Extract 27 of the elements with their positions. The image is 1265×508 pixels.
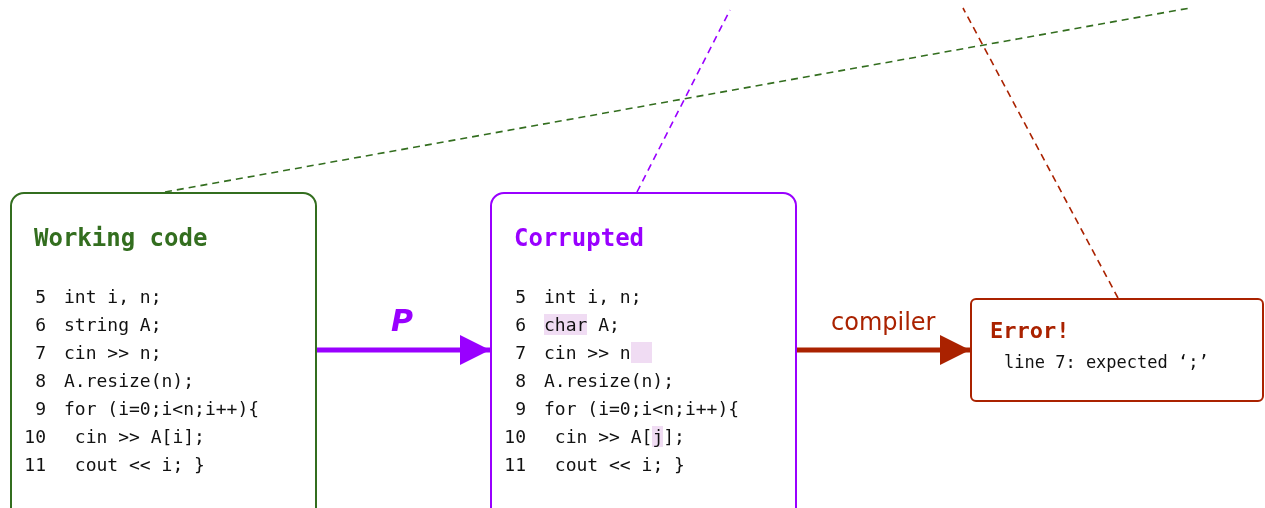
code-line: 10 cin >> A[j];: [503, 426, 685, 447]
code-line: line 7: expected ‘;’: [1004, 352, 1209, 372]
dashed-line: [164, 7, 1191, 193]
dashed-line: [636, 9, 731, 193]
arrow: [797, 335, 970, 365]
code-line: 6 string A;: [34, 314, 162, 335]
code-panel: [10, 192, 317, 508]
code-line: 8 A.resize(n);: [514, 370, 675, 391]
code-line: 11 cout << i; }: [23, 454, 205, 475]
panel-title: Corrupted: [514, 224, 645, 252]
code-line: 7 cin >> n: [496, 342, 653, 363]
panel-title: Working code: [34, 224, 208, 252]
code-panel: [490, 192, 797, 508]
dashed-line: [962, 7, 1119, 299]
code-line: 7 cin >> n;: [34, 342, 162, 363]
code-line: 5 int i, n;: [34, 286, 162, 307]
edge-label: compiler: [829, 308, 938, 336]
code-line: 10 cin >> A[i];: [23, 426, 205, 447]
code-line: 9 for (i=0;i<n;i++){: [34, 398, 260, 419]
code-line: 8 A.resize(n);: [34, 370, 195, 391]
code-panel: [970, 298, 1264, 402]
code-line: 5 int i, n;: [514, 286, 642, 307]
code-line: 6 char A;: [514, 314, 620, 335]
panel-title: Error!: [990, 318, 1070, 343]
arrow: [317, 335, 490, 365]
code-line: 9 for (i=0;i<n;i++){: [514, 398, 740, 419]
code-line: 11 cout << i; }: [503, 454, 685, 475]
